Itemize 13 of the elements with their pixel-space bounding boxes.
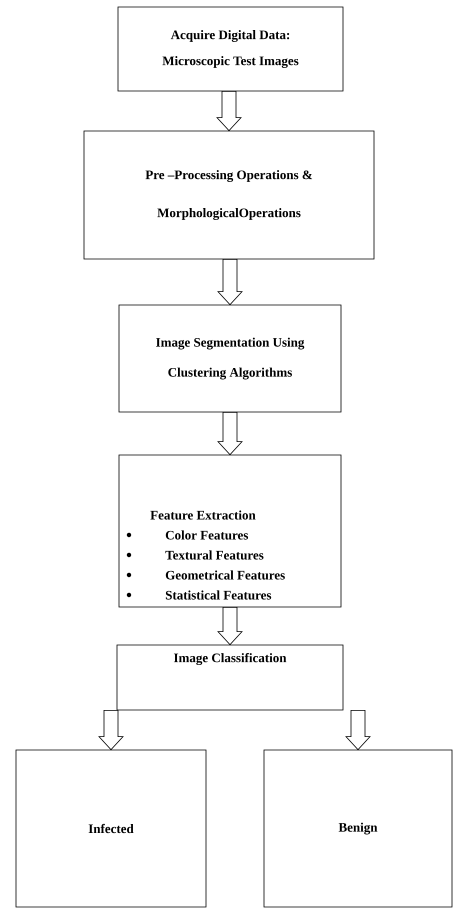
block-arrow bbox=[217, 607, 243, 646]
process-box: Acquire Digital Data: Microscopic Test Images bbox=[118, 6, 344, 92]
process-box: Image Segmentation Using Clustering Algorithms bbox=[118, 304, 342, 412]
process-box: Feature Extraction Color Features Textural Features Geometrical Features Statistical Features bbox=[118, 454, 342, 608]
block-arrow bbox=[98, 710, 124, 750]
block-arrow bbox=[345, 710, 371, 750]
result-box: Benign bbox=[264, 750, 452, 908]
result-box: Infected bbox=[16, 750, 206, 908]
block-arrow bbox=[217, 259, 243, 306]
process-box: Image Classification bbox=[116, 644, 344, 710]
block-arrow bbox=[217, 412, 243, 456]
block-arrow bbox=[216, 91, 242, 132]
process-box: Pre –Processing Operations & MorphologicalOperations bbox=[84, 130, 374, 260]
